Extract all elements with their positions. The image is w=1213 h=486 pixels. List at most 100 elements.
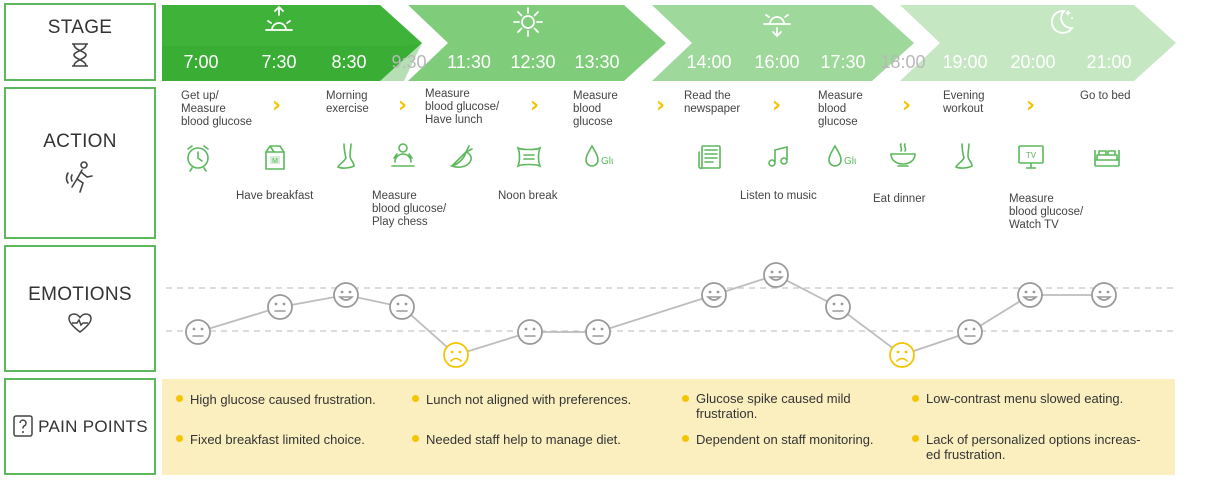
bullet-dot	[412, 395, 419, 402]
time-label: 18:00	[880, 52, 926, 72]
happy-face-icon	[1091, 282, 1117, 308]
svg-text:Glu: Glu	[601, 156, 613, 167]
time-label: 14:00	[686, 52, 732, 72]
action-text: Measure blood glucose	[573, 90, 618, 128]
chevron-right-icon: ›	[398, 93, 408, 118]
chevron-right-icon: ›	[772, 93, 782, 118]
newspaper-icon	[698, 145, 721, 170]
stage-arrow-morning	[162, 5, 422, 81]
action-text: Read the newspaper	[684, 90, 741, 115]
action-text: Measure blood glucose/ Watch TV	[1009, 193, 1084, 231]
bowl-icon	[890, 143, 916, 167]
stage-label: STAGE	[47, 16, 113, 38]
bullet-dot	[412, 435, 419, 442]
time-label: 8:30	[331, 52, 367, 72]
action-text: Morning exercise	[326, 90, 369, 115]
pain-points-label: PAIN POINTS	[38, 416, 148, 436]
time-label: 13:30	[574, 52, 620, 72]
happy-face-icon	[701, 282, 727, 308]
walking-person-icon	[65, 161, 93, 193]
neutral-face-icon	[585, 319, 611, 345]
action-text: Have breakfast	[236, 190, 314, 202]
action-text: Evening workout	[943, 90, 985, 115]
chevron-right-icon: ›	[1026, 93, 1036, 118]
action-label: ACTION	[43, 131, 117, 152]
foot-icon	[955, 143, 973, 169]
hourglass-icon	[72, 42, 88, 67]
stage-label-box: STAGE	[4, 3, 156, 81]
neutral-face-icon	[389, 294, 415, 320]
neutral-face-icon	[185, 319, 211, 345]
moon-icon	[1050, 10, 1074, 34]
sad-face-icon	[889, 342, 915, 368]
pain-point: Low-contrast menu slowed eating.	[926, 391, 1124, 406]
stage-arrow-evening	[900, 5, 1176, 81]
pain-points-label-box: PAIN POINTS	[4, 378, 156, 475]
chevron-right-icon: ›	[272, 93, 282, 118]
chevron-right-icon: ›	[656, 93, 666, 118]
pain-point: Needed staff help to manage diet.	[426, 432, 621, 447]
bullet-dot	[176, 435, 183, 442]
pain-point: Lack of personalized options increas- ed…	[926, 432, 1141, 462]
pain-point: Dependent on staff monitoring.	[696, 432, 874, 447]
happy-face-icon	[333, 282, 359, 308]
stage-arrow-afternoon	[652, 5, 914, 81]
sad-face-icon	[443, 342, 469, 368]
time-label: 7:00	[183, 52, 219, 72]
pain-point: Glucose spike caused mild frustration.	[696, 391, 851, 421]
action-text: Get up/ Measure blood glucose	[181, 90, 252, 128]
action-text: Measure blood glucose/ Have lunch	[425, 88, 500, 126]
sunrise-icon	[265, 5, 293, 31]
stage-arrows	[162, 5, 1176, 81]
action-text: Listen to music	[740, 190, 817, 202]
bullet-dot	[682, 395, 689, 402]
time-label: 9:30	[391, 52, 427, 72]
emotions-label: EMOTIONS	[28, 283, 132, 305]
chevron-right-icon: ›	[902, 93, 912, 118]
emotion-curve	[166, 262, 1176, 368]
time-label: 16:00	[754, 52, 800, 72]
time-label: 7:30	[261, 52, 297, 72]
tv-icon: TV	[1018, 145, 1044, 169]
time-label: 21:00	[1086, 52, 1132, 72]
chevron-right-icon: ›	[530, 93, 540, 118]
milk-carton-icon: M	[265, 145, 285, 170]
time-label: 20:00	[1010, 52, 1056, 72]
music-note-icon	[768, 145, 788, 167]
time-label: 11:30	[447, 52, 491, 72]
svg-text:TV: TV	[1026, 151, 1037, 160]
action-text: Eat dinner	[873, 193, 926, 205]
sun-icon	[513, 7, 543, 37]
bullet-dot	[912, 395, 919, 402]
action-text: Go to bed	[1080, 90, 1131, 102]
happy-face-icon	[1017, 282, 1043, 308]
happy-face-icon	[763, 262, 789, 288]
action-text: Measure blood glucose	[818, 90, 863, 128]
food-icon	[449, 145, 473, 168]
question-box-icon	[13, 414, 33, 437]
neutral-face-icon	[267, 294, 293, 320]
time-label: 19:00	[942, 52, 988, 72]
time-label: 12:30	[510, 52, 556, 72]
person-chess-icon	[391, 143, 415, 167]
bullet-dot	[682, 435, 689, 442]
time-label: 17:30	[820, 52, 866, 72]
pillow-icon	[516, 146, 542, 168]
stage-arrow-noon	[408, 5, 666, 81]
pain-point: High glucose caused frustration.	[190, 392, 376, 407]
pain-points-panel	[162, 379, 1175, 475]
sunset-icon	[763, 14, 791, 38]
svg-text:Glu: Glu	[844, 156, 856, 167]
bullet-dot	[176, 395, 183, 402]
neutral-face-icon	[517, 319, 543, 345]
pain-point: Fixed breakfast limited choice.	[190, 432, 365, 447]
action-text: Measure blood glucose/ Play chess	[372, 190, 447, 228]
heart-pulse-icon	[68, 312, 92, 333]
pain-point: Lunch not aligned with preferences.	[426, 392, 632, 407]
action-text: Noon break	[498, 190, 558, 202]
action-label-box: ACTION	[4, 87, 156, 239]
glucose-drop-icon: Glu	[828, 144, 856, 167]
neutral-face-icon	[825, 294, 851, 320]
bullet-dot	[912, 435, 919, 442]
emotions-label-box: EMOTIONS	[4, 245, 156, 372]
